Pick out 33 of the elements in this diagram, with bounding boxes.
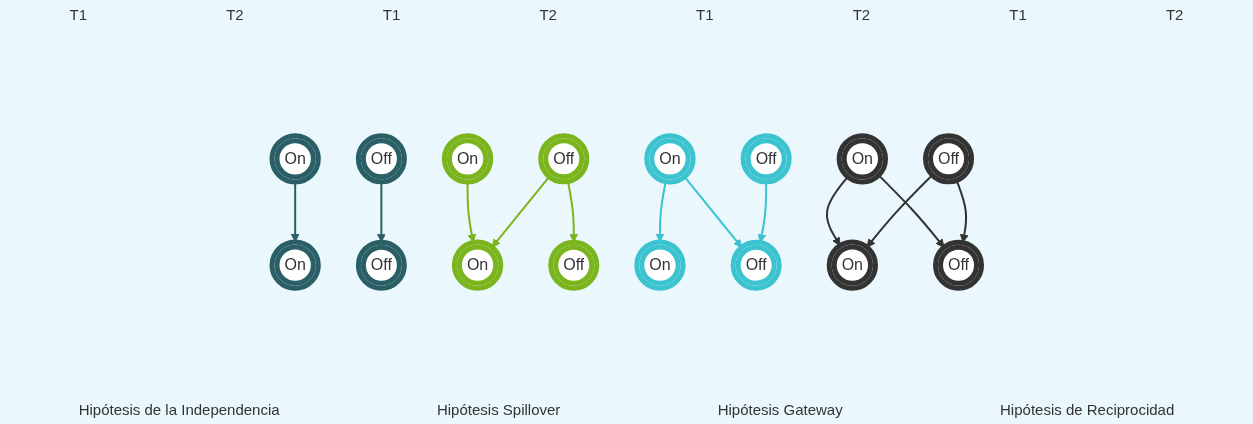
node-circle: On [441, 133, 493, 185]
hypothesis-caption: Hipótesis de Reciprocidad [1000, 401, 1175, 418]
time-label: T2 [1165, 6, 1184, 23]
time-label: T2 [226, 6, 244, 23]
time-label: T1 [382, 6, 401, 23]
node-circle: Off [740, 133, 792, 185]
node-circle: Off [355, 133, 407, 185]
time-label: T2 [852, 6, 871, 23]
time-label: T1 [1009, 6, 1027, 23]
node-circle: Off [922, 133, 974, 185]
node-circle: On [269, 133, 321, 185]
node-circle: Off [547, 239, 599, 291]
node-circle: Off [355, 239, 407, 291]
time-label: T1 [69, 6, 88, 23]
node-circle: Off [932, 239, 984, 291]
node-circle: On [269, 239, 321, 291]
hypothesis-caption: Hipótesis Gateway [717, 401, 843, 418]
time-label: T2 [539, 6, 557, 23]
arrow [866, 174, 933, 248]
hypothesis-caption: Hipótesis Spillover [436, 401, 561, 418]
arrow [825, 175, 849, 246]
node-circle: On [836, 133, 888, 185]
hypothesis-caption: Hipótesis de la Independencia [78, 401, 280, 418]
arrow [491, 175, 550, 248]
time-label: T1 [696, 6, 714, 23]
node-circle: Off [730, 239, 782, 291]
node-circle: On [451, 239, 503, 291]
node-circle: Off [537, 133, 589, 185]
node-circle: On [644, 133, 696, 185]
arrow [683, 175, 742, 248]
node-circle: On [826, 239, 878, 291]
arrow [877, 174, 945, 248]
node-circle: On [634, 239, 686, 291]
